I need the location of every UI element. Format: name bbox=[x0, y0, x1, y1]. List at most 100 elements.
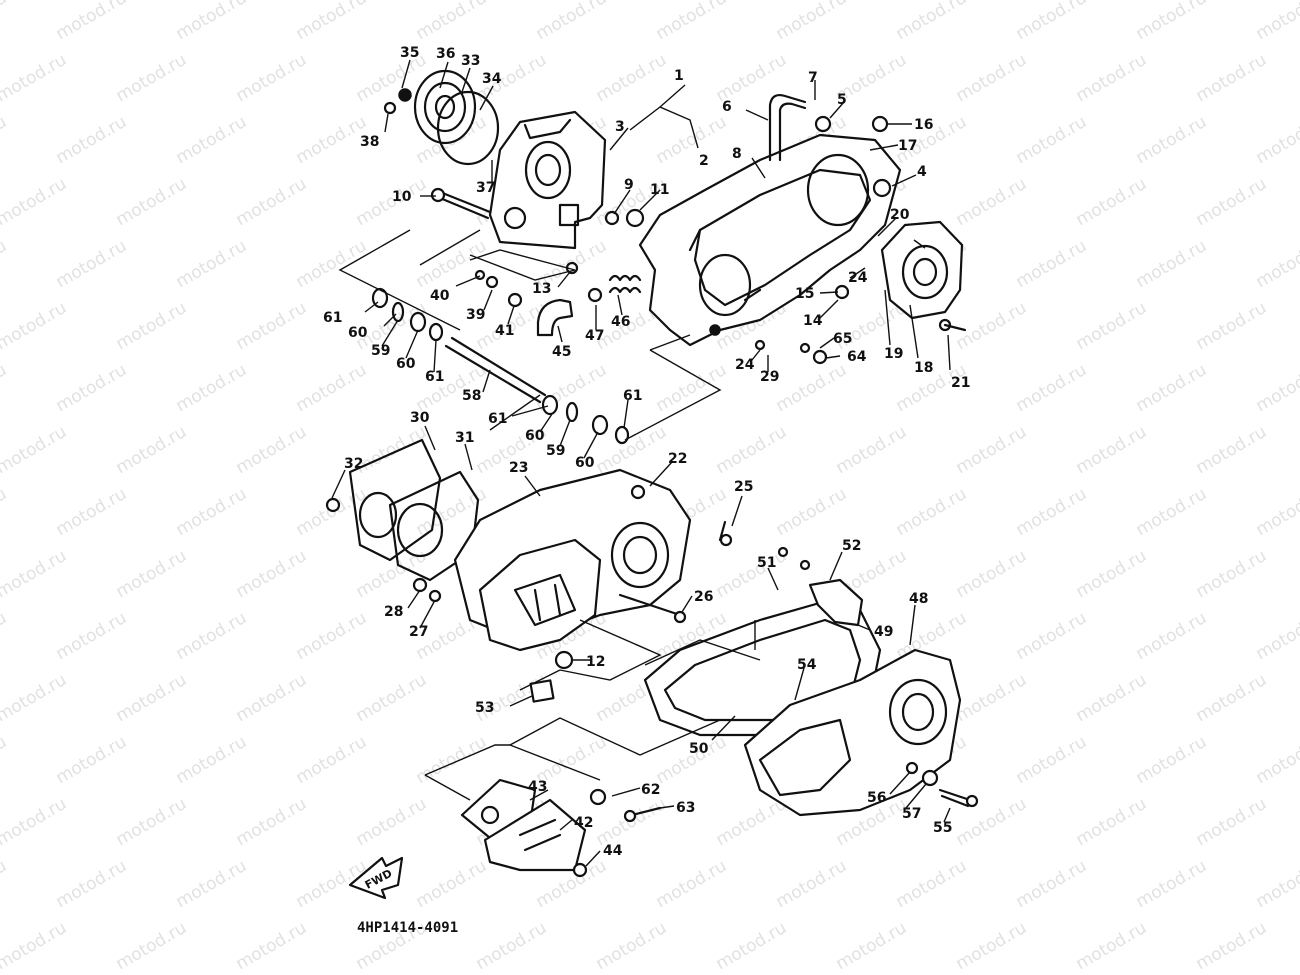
watermark-text: motod.ru bbox=[893, 0, 971, 44]
callout-63: 63 bbox=[676, 800, 695, 816]
callout-32: 32 bbox=[344, 456, 363, 472]
cylinder-block bbox=[488, 110, 607, 250]
callout-57: 57 bbox=[902, 806, 921, 822]
watermark-text: motod.ru bbox=[1013, 112, 1091, 168]
callout-64: 64 bbox=[847, 349, 867, 365]
watermark-text: motod.ru bbox=[473, 918, 551, 974]
watermark-text: motod.ru bbox=[233, 422, 311, 478]
watermark-text: motod.ru bbox=[1253, 608, 1300, 664]
callout-25: 25 bbox=[734, 479, 753, 495]
callout-29: 29 bbox=[760, 369, 779, 385]
crankcase-cover bbox=[453, 468, 692, 652]
leader-lines bbox=[331, 59, 951, 867]
washers bbox=[371, 287, 630, 445]
callout-61c: 61 bbox=[488, 411, 507, 427]
watermark-text: motod.ru bbox=[113, 794, 191, 850]
callout-13: 13 bbox=[532, 281, 551, 297]
plug-12 bbox=[554, 650, 574, 670]
watermark-text: motod.ru bbox=[293, 112, 371, 168]
watermark-text: motod.ru bbox=[413, 236, 491, 292]
watermark-text: motod.ru bbox=[173, 732, 251, 788]
callout-52: 52 bbox=[842, 538, 861, 554]
watermark-text: motod.ru bbox=[1253, 360, 1300, 416]
callout-31: 31 bbox=[455, 430, 474, 446]
watermark-text: motod.ru bbox=[1193, 794, 1271, 850]
bolt-10 bbox=[438, 190, 492, 220]
watermark-text: motod.ru bbox=[953, 422, 1031, 478]
group-lines bbox=[338, 84, 761, 801]
watermark-text: motod.ru bbox=[893, 484, 971, 540]
callout-33: 33 bbox=[461, 53, 480, 69]
watermark-text: motod.ru bbox=[653, 112, 731, 168]
callout-6: 6 bbox=[722, 99, 732, 115]
callout-9: 9 bbox=[624, 177, 634, 193]
callout-18: 18 bbox=[914, 360, 933, 376]
watermark-text: motod.ru bbox=[0, 670, 70, 726]
watermark-text: motod.ru bbox=[293, 236, 371, 292]
watermark-text: motod.ru bbox=[113, 670, 191, 726]
watermark-text: motod.ru bbox=[1253, 0, 1300, 44]
callout-60d: 60 bbox=[575, 455, 595, 471]
watermark-text: motod.ru bbox=[533, 0, 611, 44]
watermark-text: motod.ru bbox=[773, 360, 851, 416]
watermark-text: motod.ru bbox=[653, 360, 731, 416]
watermark-text: motod.ru bbox=[1013, 360, 1091, 416]
callout-62: 62 bbox=[641, 782, 660, 798]
watermark-text: motod.ru bbox=[713, 422, 791, 478]
watermark-text: motod.ru bbox=[0, 856, 10, 912]
forward-arrow-icon: FWD bbox=[348, 856, 404, 900]
watermark-text: motod.ru bbox=[353, 422, 431, 478]
callout-11: 11 bbox=[650, 182, 669, 198]
watermark-text: motod.ru bbox=[0, 732, 10, 788]
watermark-text: motod.ru bbox=[0, 236, 10, 292]
bolt-55 bbox=[938, 788, 972, 808]
block-53 bbox=[529, 679, 555, 703]
watermark-text: motod.ru bbox=[53, 236, 131, 292]
watermark-text: motod.ru bbox=[53, 360, 131, 416]
callout-47: 47 bbox=[585, 328, 604, 344]
watermark-text: motod.ru bbox=[1073, 422, 1151, 478]
watermark-text: motod.ru bbox=[1133, 484, 1211, 540]
watermark-text: motod.ru bbox=[953, 298, 1031, 354]
callout-50: 50 bbox=[689, 741, 709, 757]
callout-27: 27 bbox=[409, 624, 428, 640]
parts-artwork bbox=[325, 69, 979, 878]
callout-1: 1 bbox=[674, 68, 684, 84]
watermark-text: motod.ru bbox=[773, 856, 851, 912]
watermark-text: motod.ru bbox=[1133, 732, 1211, 788]
callout-59a: 59 bbox=[371, 343, 390, 359]
watermark-text: motod.ru bbox=[1193, 918, 1271, 974]
callout-4: 4 bbox=[917, 164, 927, 180]
callout-55: 55 bbox=[933, 820, 952, 836]
watermark-text: motod.ru bbox=[173, 484, 251, 540]
callout-10: 10 bbox=[392, 189, 412, 205]
callout-61d: 61 bbox=[623, 388, 642, 404]
watermark-text: motod.ru bbox=[0, 50, 70, 106]
callout-14: 14 bbox=[803, 313, 823, 329]
watermark-text: motod.ru bbox=[1253, 112, 1300, 168]
callout-60b: 60 bbox=[396, 356, 416, 372]
watermark-text: motod.ru bbox=[953, 794, 1031, 850]
callout-42: 42 bbox=[574, 815, 593, 831]
watermark-text: motod.ru bbox=[293, 608, 371, 664]
callout-2: 2 bbox=[699, 153, 709, 169]
callouts: 1 2 3 4 5 6 7 8 9 10 11 12 13 14 15 16 1… bbox=[323, 45, 970, 859]
watermark-text: motod.ru bbox=[1133, 112, 1211, 168]
watermark-text: motod.ru bbox=[1193, 298, 1271, 354]
watermark-text: motod.ru bbox=[233, 174, 311, 230]
watermark-text: motod.ru bbox=[53, 112, 131, 168]
callout-46: 46 bbox=[611, 314, 630, 330]
watermark-text: motod.ru bbox=[713, 546, 791, 602]
callout-16: 16 bbox=[914, 117, 933, 133]
watermark-text: motod.ru bbox=[1133, 608, 1211, 664]
watermark-text: motod.ru bbox=[113, 546, 191, 602]
watermark-text: motod.ru bbox=[653, 856, 731, 912]
watermark-text: motod.ru bbox=[53, 856, 131, 912]
watermark-text: motod.ru bbox=[173, 0, 251, 44]
callout-37: 37 bbox=[476, 180, 495, 196]
watermark-text: motod.ru bbox=[353, 794, 431, 850]
watermark-text: motod.ru bbox=[1073, 174, 1151, 230]
watermark-text: motod.ru bbox=[1193, 174, 1271, 230]
callout-24b: 24 bbox=[735, 357, 755, 373]
